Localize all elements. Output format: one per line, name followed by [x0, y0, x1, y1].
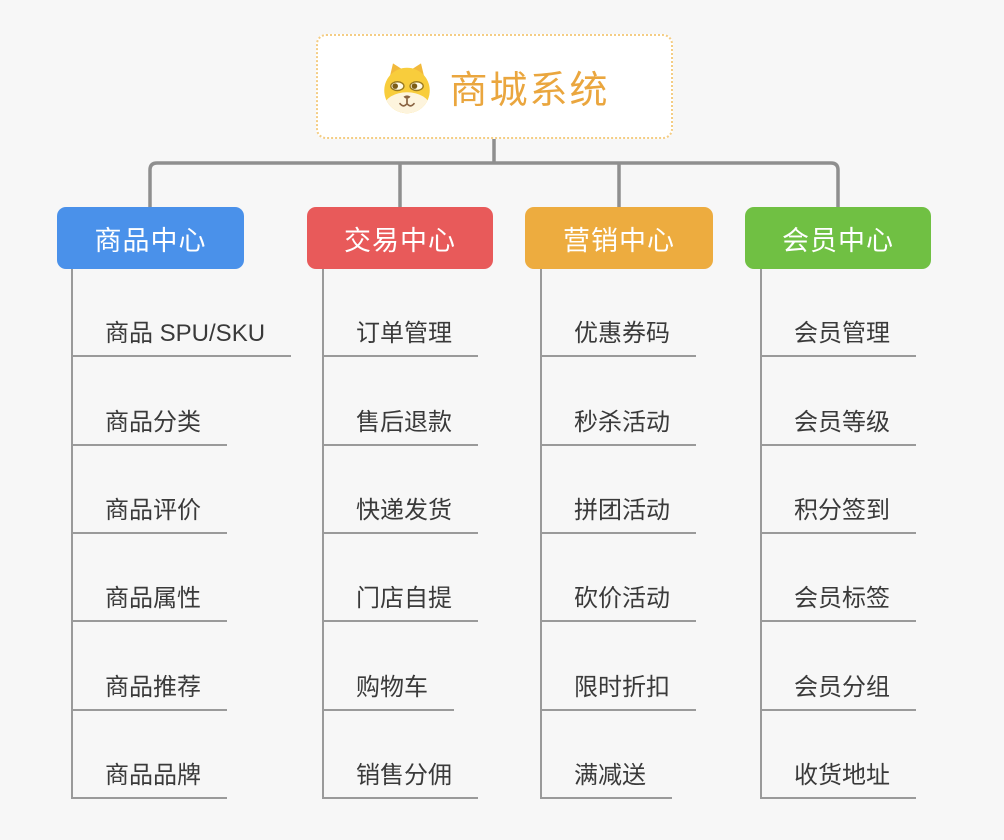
leaf-node[interactable]: 积分签到 [760, 490, 916, 534]
leaf-node[interactable]: 会员管理 [760, 313, 916, 358]
branch-label: 会员中心 [782, 225, 894, 256]
leaf-node[interactable]: 商品 SPU/SKU [71, 313, 292, 358]
leaf-column-member: 会员管理 会员等级 积分签到 会员标签 会员分组 收货地址 [760, 269, 1000, 799]
leaf-node[interactable]: 会员标签 [760, 578, 916, 623]
leaf-node[interactable]: 收货地址 [760, 755, 916, 799]
leaf-node[interactable]: 会员等级 [760, 402, 916, 446]
root-node[interactable]: 商城系统 [316, 34, 673, 139]
leaf-node[interactable]: 快递发货 [322, 490, 478, 534]
branch-label: 营销中心 [563, 225, 675, 256]
leaf-node[interactable]: 优惠券码 [540, 313, 696, 358]
leaf-node[interactable]: 门店自提 [322, 578, 478, 623]
leaf-node[interactable]: 秒杀活动 [540, 402, 696, 446]
leaf-column-marketing: 优惠券码 秒杀活动 拼团活动 砍价活动 限时折扣 满减送 [540, 269, 780, 799]
leaf-node[interactable]: 商品品牌 [71, 755, 227, 799]
branch-node-product-center[interactable]: 商品中心 [57, 207, 244, 269]
leaf-node[interactable]: 商品分类 [71, 402, 227, 446]
leaf-node[interactable]: 商品属性 [71, 578, 227, 623]
leaf-node[interactable]: 订单管理 [322, 313, 478, 358]
dog-face-icon [384, 62, 431, 113]
branch-node-member-center[interactable]: 会员中心 [745, 207, 931, 269]
leaf-node[interactable]: 销售分佣 [322, 755, 478, 799]
leaf-node[interactable]: 砍价活动 [540, 578, 696, 623]
branch-label: 交易中心 [344, 225, 456, 256]
branch-label: 商品中心 [94, 225, 207, 256]
branch-node-trade-center[interactable]: 交易中心 [307, 207, 493, 269]
leaf-node[interactable]: 拼团活动 [540, 490, 696, 534]
leaf-column-product: 商品 SPU/SKU 商品分类 商品评价 商品属性 商品推荐 商品品牌 [71, 269, 311, 799]
leaf-node[interactable]: 商品推荐 [71, 667, 227, 711]
leaf-node[interactable]: 售后退款 [322, 402, 478, 446]
leaf-node[interactable]: 会员分组 [760, 667, 916, 711]
leaf-node[interactable]: 满减送 [540, 755, 672, 799]
leaf-node[interactable]: 商品评价 [71, 490, 227, 534]
branch-node-marketing-center[interactable]: 营销中心 [525, 207, 713, 269]
leaf-node[interactable]: 购物车 [322, 667, 454, 711]
leaf-node[interactable]: 限时折扣 [540, 667, 696, 711]
leaf-column-trade: 订单管理 售后退款 快递发货 门店自提 购物车 销售分佣 [322, 269, 562, 799]
root-title: 商城系统 [449, 70, 610, 112]
